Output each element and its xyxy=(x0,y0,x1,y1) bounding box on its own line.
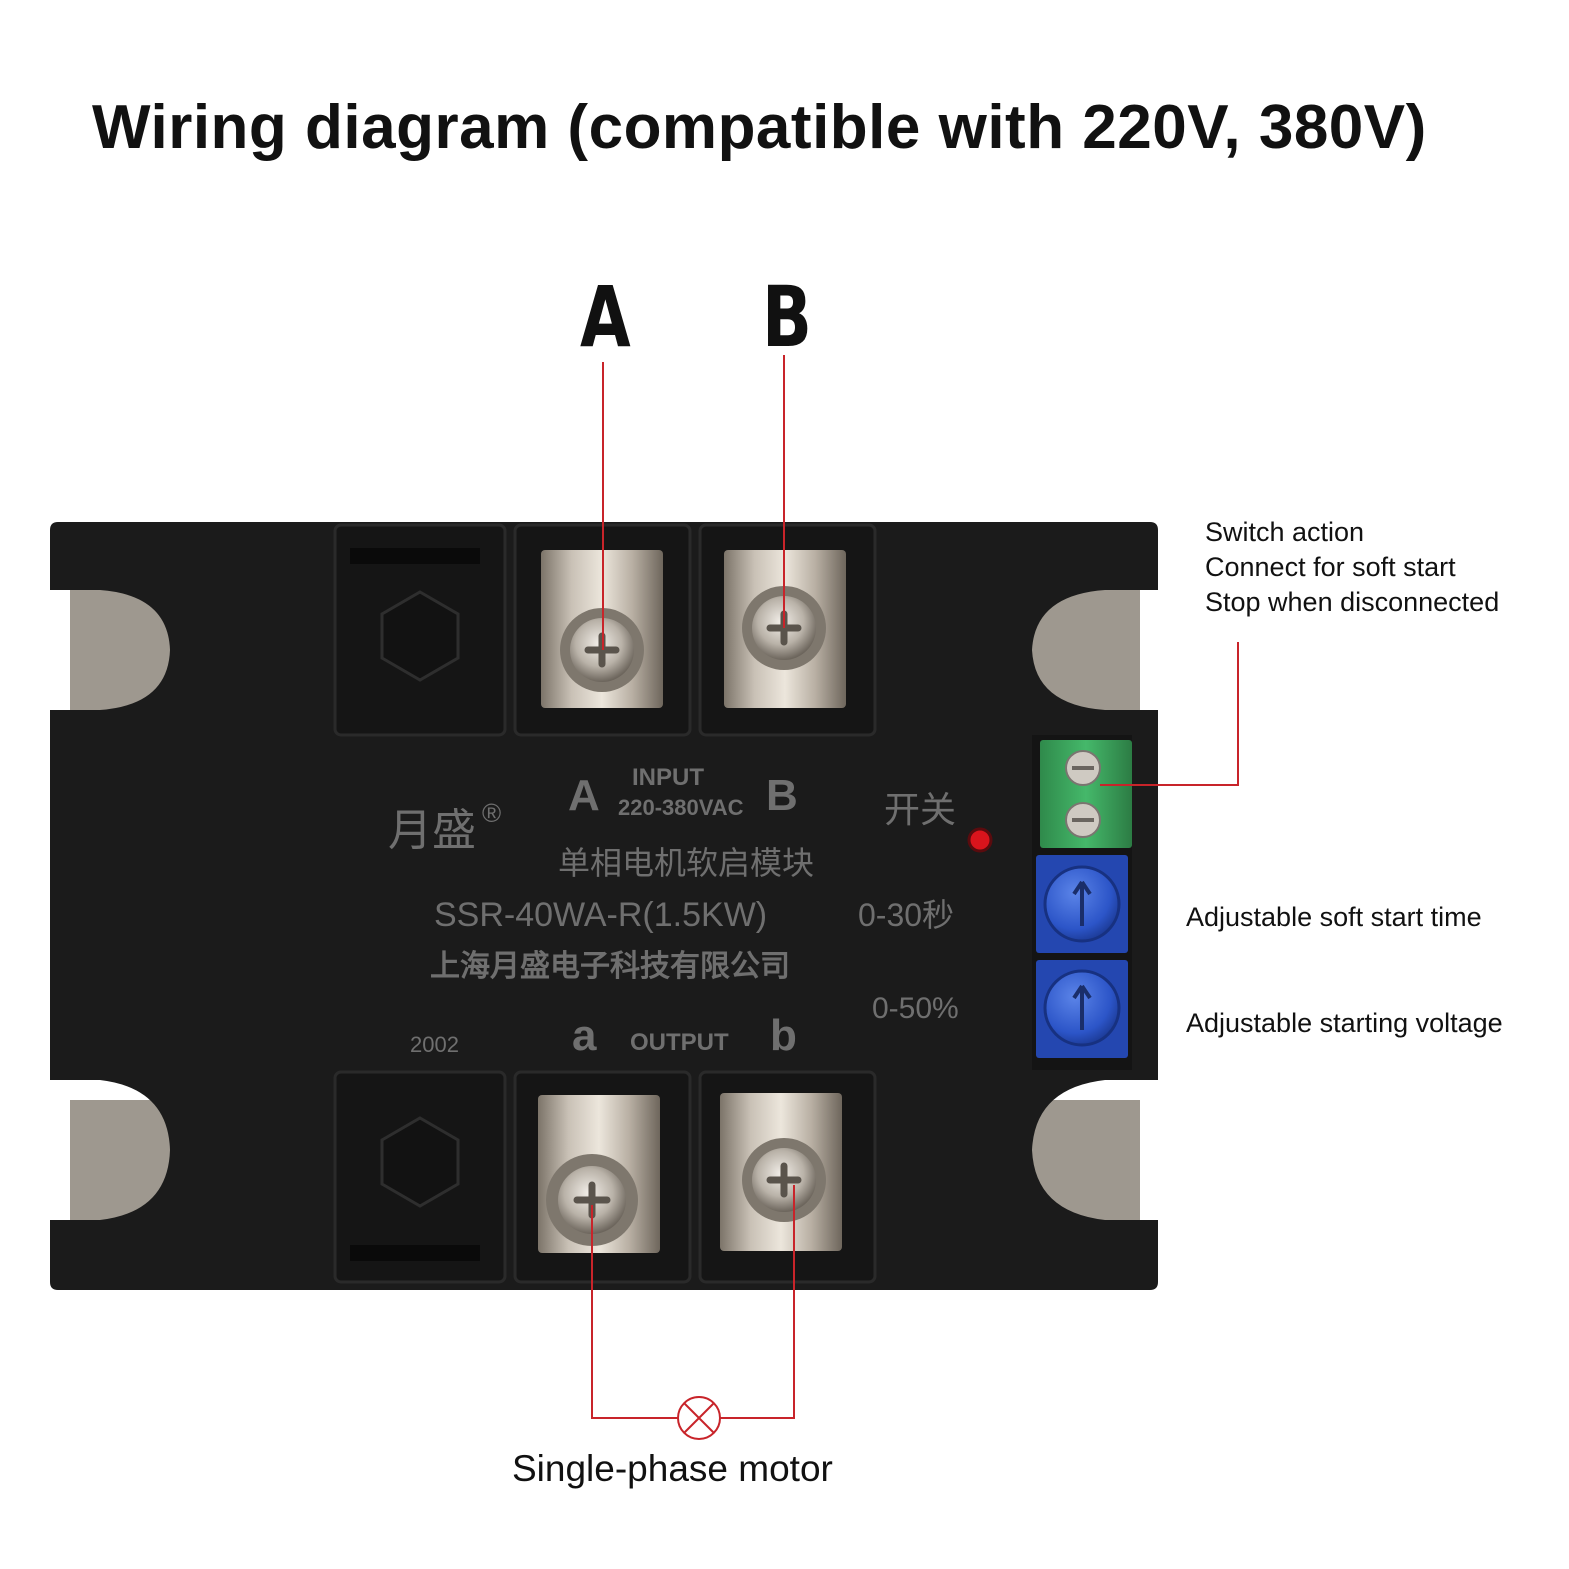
device-input-a: A xyxy=(568,771,600,820)
device-output-label: OUTPUT xyxy=(630,1029,729,1056)
wiring-lines xyxy=(591,355,1239,1419)
control-block xyxy=(1032,715,1156,1075)
motor-label: Single-phase motor xyxy=(512,1448,833,1489)
led-indicator-icon xyxy=(967,827,993,853)
soft-start-time-label: Adjustable soft start time xyxy=(1186,902,1482,932)
switch-terminal xyxy=(1040,740,1132,848)
device-voltage-range: 0-50% xyxy=(872,992,959,1025)
starting-voltage-label: Adjustable starting voltage xyxy=(1186,1008,1503,1038)
device-output-b: b xyxy=(770,1011,797,1060)
switch-action-annotation: Switch action Connect for soft start Sto… xyxy=(1205,515,1499,620)
hex-nut-icon xyxy=(380,1116,460,1208)
switch-action-line: Connect for soft start xyxy=(1205,552,1456,582)
page-title: Wiring diagram (compatible with 220V, 38… xyxy=(92,93,1427,162)
device-chinese-desc: 单相电机软启模块 xyxy=(558,845,814,881)
device-input-voltage: 220-380VAC xyxy=(618,795,744,820)
terminal-output-a xyxy=(538,1095,660,1253)
terminal-label-b: B xyxy=(762,268,812,366)
device-switch-label: 开关 xyxy=(884,789,956,830)
device-registered-mark: ® xyxy=(482,798,501,828)
switch-action-line: Switch action xyxy=(1205,517,1365,547)
device-input-b: B xyxy=(766,771,798,820)
device-batch: 2002 xyxy=(410,1032,459,1057)
terminal-output-b xyxy=(720,1093,842,1251)
switch-action-line: Stop when disconnected xyxy=(1205,587,1500,617)
device-model: SSR-40WA-R(1.5KW) xyxy=(434,896,767,934)
device-input-label: INPUT xyxy=(632,764,704,791)
device-brand: 月盛 xyxy=(388,806,476,855)
device-company: 上海月盛电子科技有限公司 xyxy=(430,950,790,983)
device-output-a: a xyxy=(572,1011,597,1060)
terminal-label-a: A xyxy=(580,268,631,366)
motor-symbol-icon xyxy=(677,1396,721,1440)
hex-nut-icon xyxy=(380,590,460,682)
device-time-range: 0-30秒 xyxy=(858,897,954,933)
